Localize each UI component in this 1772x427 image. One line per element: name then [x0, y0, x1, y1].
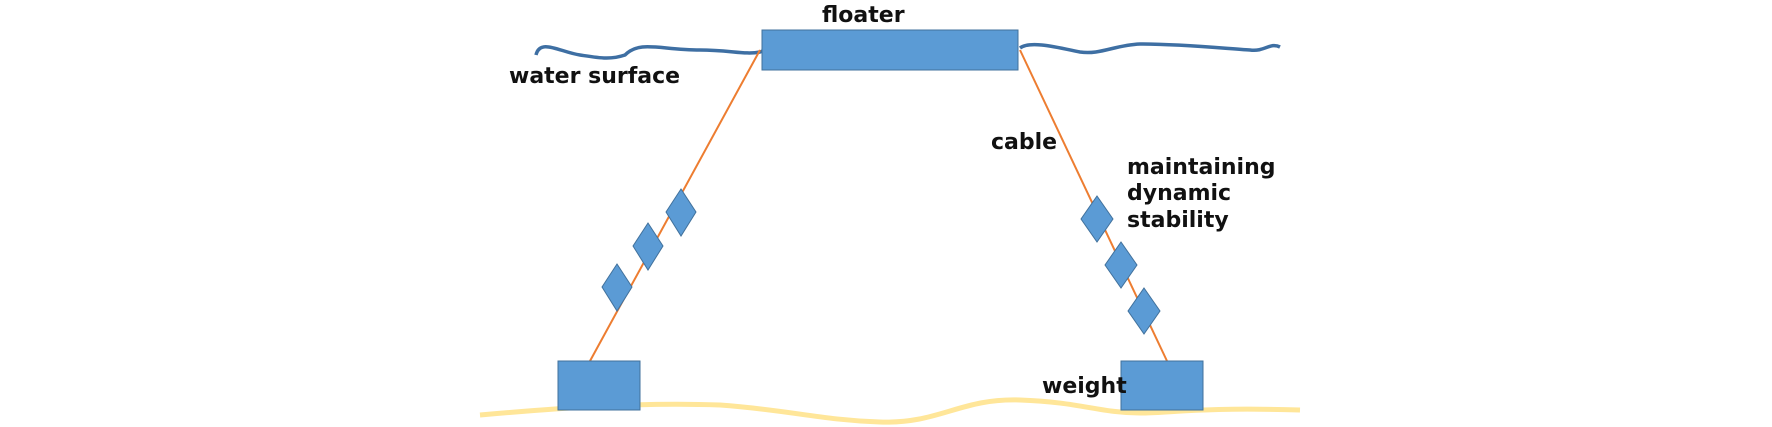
- water-surface-line-left: [534, 45, 772, 60]
- stability-label-line3: stability: [1127, 208, 1229, 233]
- floater-label: floater: [822, 3, 905, 28]
- stabilizer-right-3: [1127, 287, 1161, 335]
- cable-label: cable: [991, 130, 1057, 155]
- weight-box-right: [1120, 360, 1204, 411]
- stability-label-line1: maintaining: [1127, 155, 1276, 180]
- seabed-line: [479, 397, 1301, 425]
- stabilizer-left-1: [665, 188, 697, 237]
- weight-label: weight: [1042, 374, 1127, 399]
- floater-box: [761, 29, 1019, 71]
- stability-label-line2: dynamic: [1127, 181, 1231, 206]
- water-surface-line-right: [1018, 42, 1281, 55]
- stabilizer-left-2: [632, 222, 664, 271]
- stabilizer-left-3: [601, 263, 633, 312]
- weight-box-left: [557, 360, 641, 411]
- stabilizer-right-1: [1080, 195, 1114, 243]
- stabilizer-right-2: [1104, 241, 1138, 289]
- water-surface-label: water surface: [509, 64, 680, 89]
